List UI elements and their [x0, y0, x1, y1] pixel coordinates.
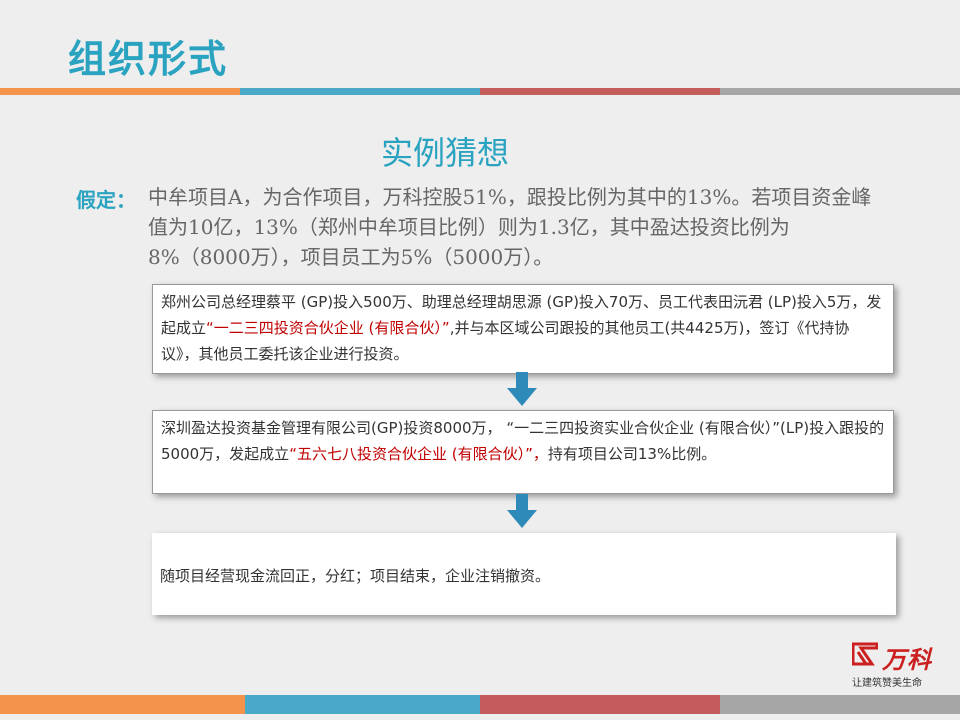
logo-slogan: 让建筑赞美生命	[852, 678, 922, 689]
assumption-label: 假定：	[76, 188, 136, 212]
section-heading: 实例猜想	[380, 134, 509, 172]
stripe-red	[480, 88, 720, 95]
step-box-2: 深圳盈达投资基金管理有限公司(GP)投资8000万， “一二三四投资实业合伙企业…	[152, 410, 894, 494]
down-arrow-icon	[507, 372, 537, 406]
slide-title: 组织形式	[68, 37, 229, 81]
stripe-blue	[240, 88, 480, 95]
step2-text-end: 持有项目公司13%比例。	[547, 445, 717, 463]
top-color-stripe	[0, 88, 960, 95]
stripe-gray	[720, 695, 960, 714]
step-box-3: 随项目经营现金流回正，分红；项目结束，企业注销撤资。	[152, 533, 896, 615]
vanke-logo: 万科 让建筑赞美生命	[850, 640, 950, 690]
step-box-1: 郑州公司总经理蔡平 (GP)投入500万、助理总经理胡思源 (GP)投入70万、…	[152, 284, 894, 374]
step1-highlight: “一二三四投资合伙企业 (有限合伙）”	[206, 319, 450, 337]
assumption-text: 中牟项目A，为合作项目，万科控股51%，跟投比例为其中的13%。若项目资金峰值为…	[148, 185, 872, 269]
step1-text-end: ,并与本区域公司跟投的其他员工(共4425万)，签订《代持协议》，其他员工委托该…	[161, 319, 850, 363]
stripe-red	[480, 695, 720, 714]
step3-text: 随项目经营现金流回正，分红；项目结束，企业注销撤资。	[160, 567, 551, 585]
stripe-orange	[0, 695, 245, 714]
stripe-blue	[244, 695, 480, 714]
step1-text: 郑州公司总经理蔡平 (GP)投入500万、助理总经理胡思源 (GP)投入70万、…	[161, 293, 882, 337]
step2-text: 深圳盈达投资基金管理有限公司(GP)投资8000万， “一二三四投资实业合伙企业…	[161, 419, 885, 463]
stripe-gray	[720, 88, 960, 95]
down-arrow-icon	[507, 494, 537, 528]
vanke-logo-icon	[852, 642, 878, 666]
logo-name: 万科	[882, 646, 932, 674]
bottom-color-stripe	[0, 695, 960, 714]
stripe-orange	[0, 88, 240, 95]
step2-highlight: “五六七八投资合伙企业 (有限合伙）”，	[289, 445, 548, 463]
